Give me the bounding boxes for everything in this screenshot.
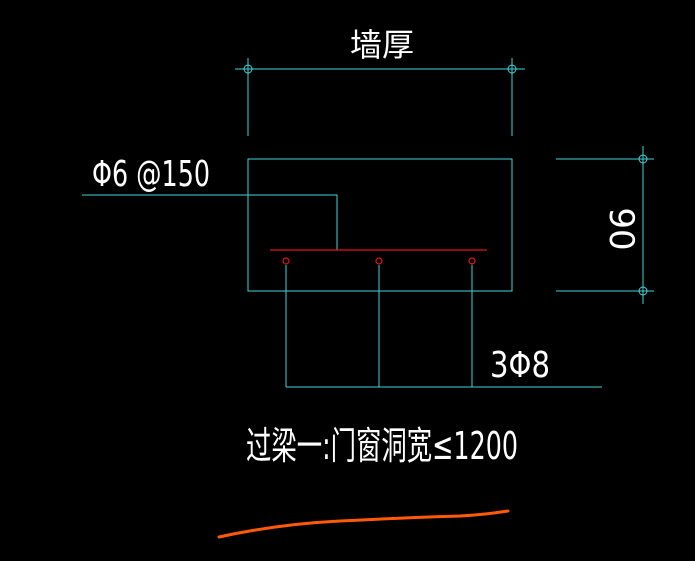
height-dimension: [556, 146, 654, 304]
wall-thickness-label: 墙厚: [350, 26, 414, 64]
stirrup-leader-line: [82, 194, 338, 250]
rebar-dot: [282, 257, 290, 265]
dimension-marker-bottom: [638, 286, 648, 296]
rebar-dot: [468, 257, 476, 265]
rebar-dot: [375, 257, 383, 265]
height-dimension-label: 90: [601, 207, 641, 250]
bottom-rebars: [282, 257, 476, 265]
markup-underline-stroke: [217, 509, 510, 539]
drawing-caption: 过梁一:门窗洞宽≤1200: [246, 424, 518, 468]
bottom-rebar-leader: [285, 265, 602, 388]
dimension-marker-left: [243, 64, 253, 74]
beam-section-outline: [247, 158, 513, 292]
dimension-marker-right: [507, 64, 517, 74]
dimension-marker-top: [638, 154, 648, 164]
wall-thickness-dimension: [235, 58, 525, 136]
bottom-rebar-label: 3Φ8: [490, 345, 550, 386]
stirrup-label: Φ6 @150: [92, 154, 210, 195]
